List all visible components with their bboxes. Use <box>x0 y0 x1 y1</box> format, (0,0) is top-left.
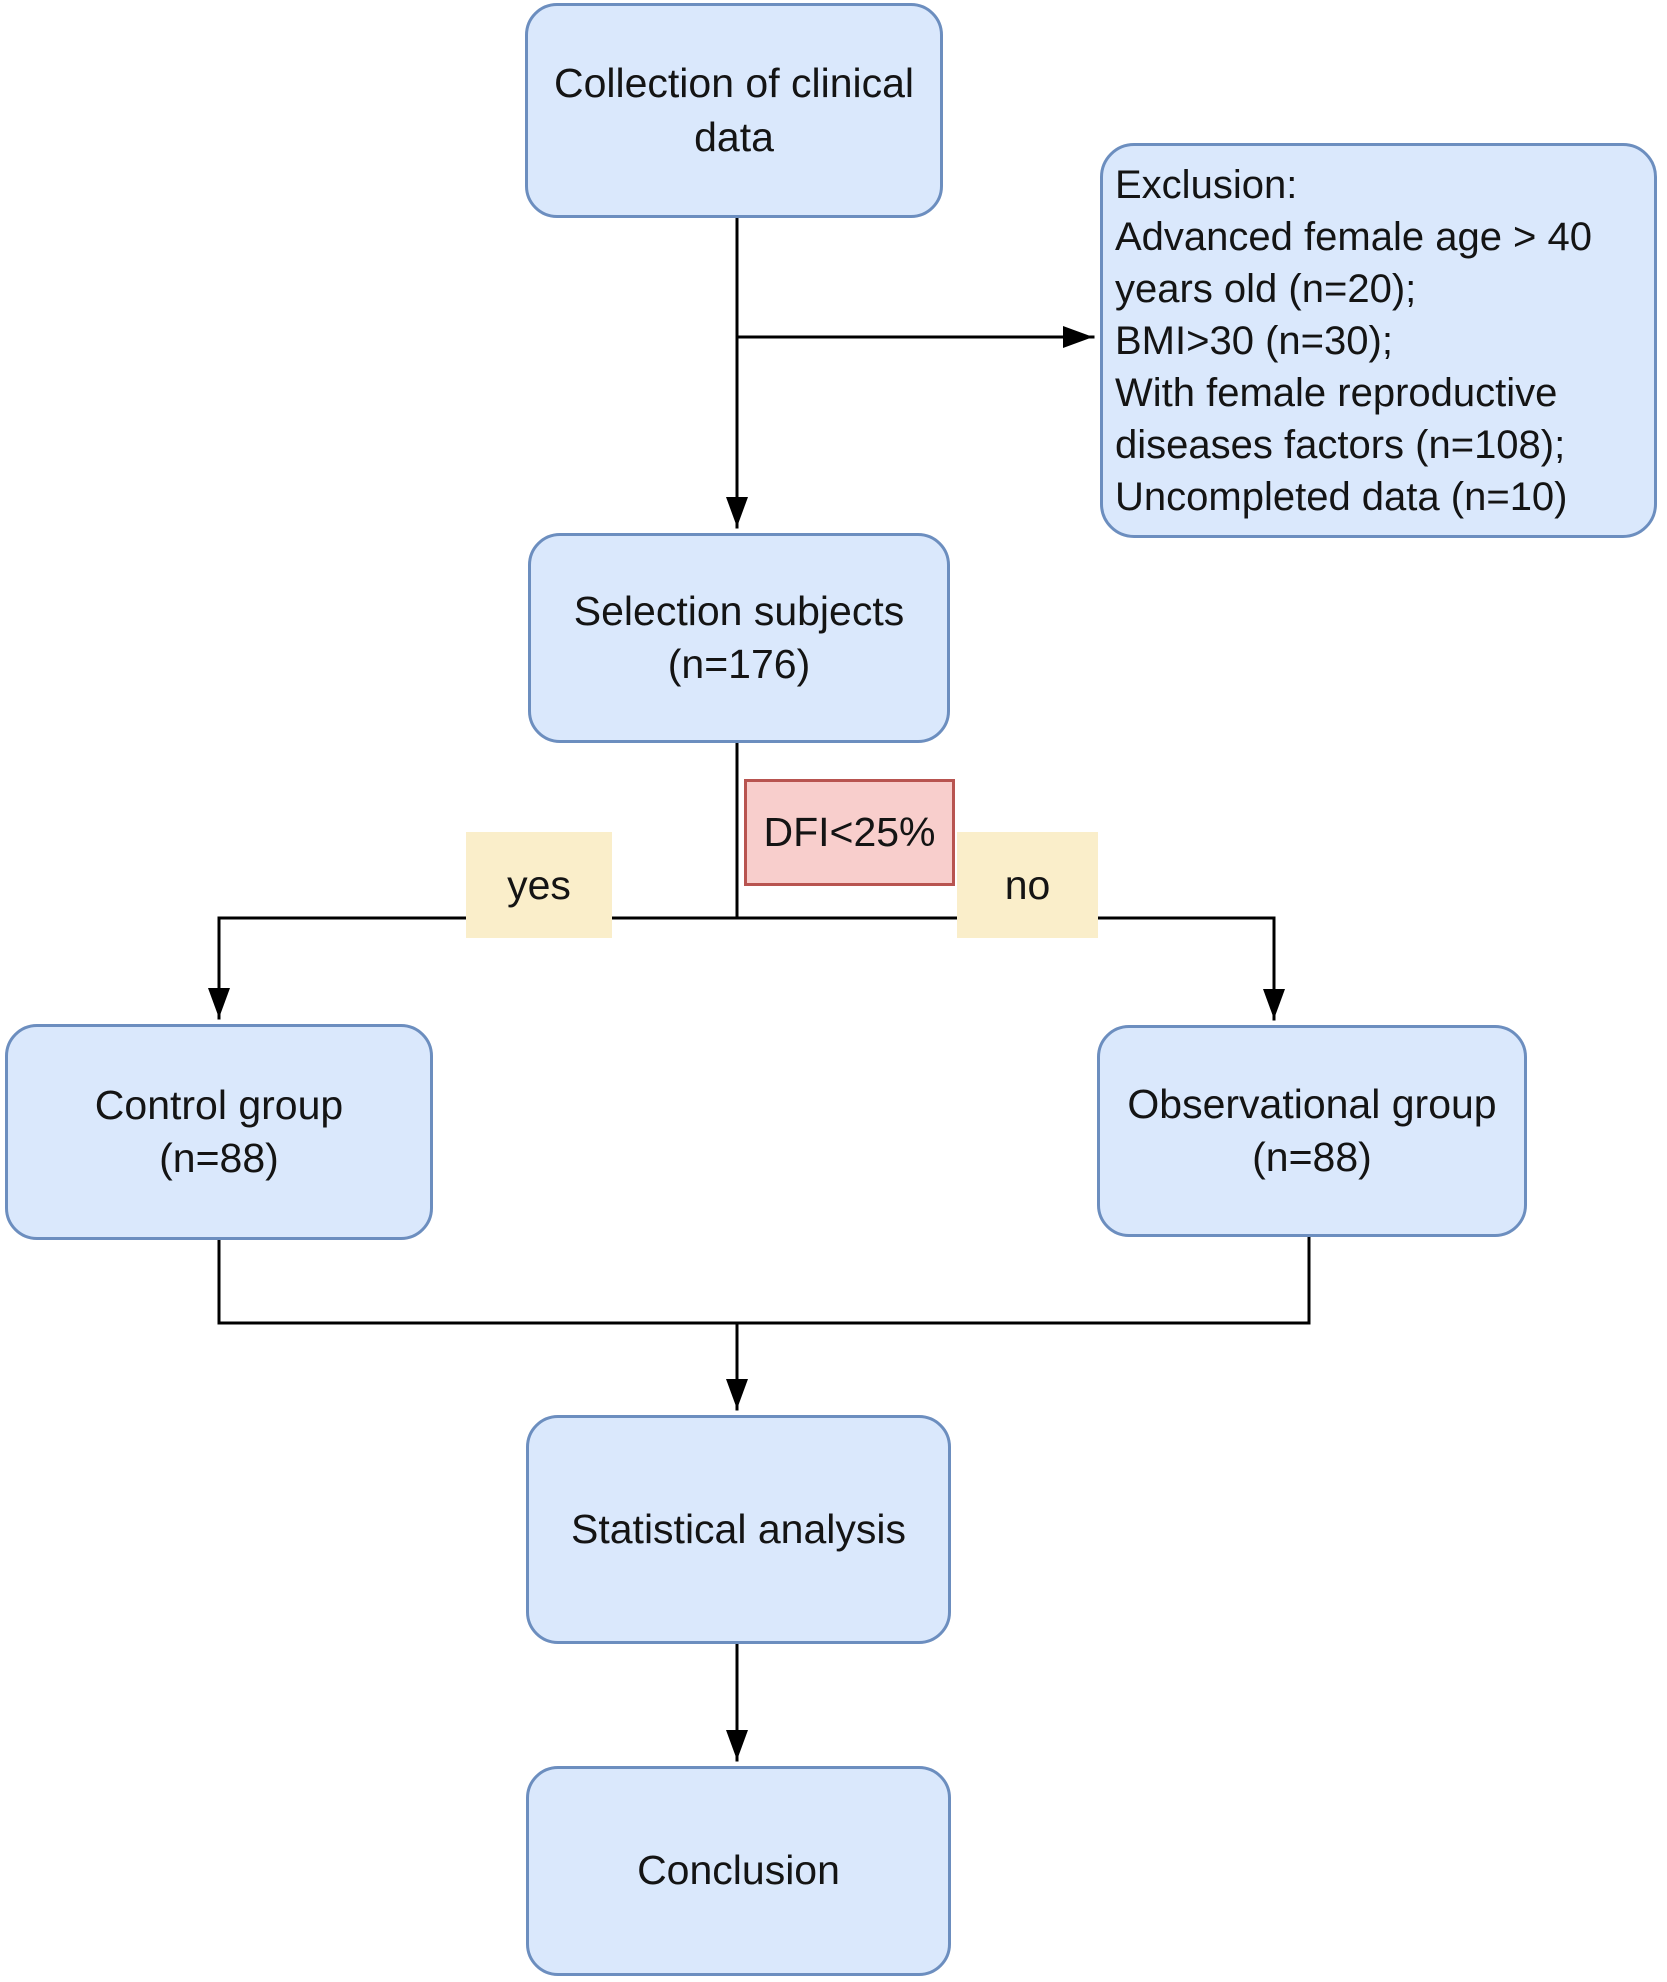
node-control-group: Control group (n=88) <box>5 1024 433 1240</box>
node-conclusion: Conclusion <box>526 1766 951 1976</box>
node-observational-label: Observational group <box>1127 1080 1497 1127</box>
node-statistical-label: Statistical analysis <box>571 1505 906 1552</box>
node-selection-label: Selection subjects <box>573 587 905 634</box>
no-label: no <box>1004 861 1051 908</box>
node-selection-count: (n=176) <box>667 641 811 687</box>
branch-label-yes: yes <box>466 832 612 938</box>
exclusion-item: BMI>30 (n=30); <box>1115 319 1393 363</box>
branch-label-no: no <box>957 832 1098 938</box>
node-observational-group: Observational group (n=88) <box>1097 1025 1527 1237</box>
node-control-count: (n=88) <box>159 1135 279 1181</box>
node-collection: Collection of clinical data <box>525 3 943 218</box>
decision-label: DFI<25% <box>763 809 936 855</box>
exclusion-item: With female reproductive diseases factor… <box>1115 371 1566 467</box>
exclusion-item: Advanced female age > 40 years old (n=20… <box>1115 215 1593 311</box>
node-exclusion: Exclusion: Advanced female age > 40 year… <box>1100 143 1657 538</box>
exclusion-item: Uncompleted data (n=10) <box>1115 475 1568 519</box>
exclusion-title: Exclusion: <box>1115 163 1298 207</box>
node-selection: Selection subjects (n=176) <box>528 533 950 743</box>
node-collection-label: Collection of clinical data <box>553 60 915 160</box>
node-observational-count: (n=88) <box>1252 1134 1372 1180</box>
node-conclusion-label: Conclusion <box>637 1847 840 1894</box>
node-control-label: Control group <box>94 1081 344 1128</box>
node-decision-dfi: DFI<25% <box>744 779 955 886</box>
node-statistical-analysis: Statistical analysis <box>526 1415 951 1644</box>
yes-label: yes <box>507 861 571 908</box>
